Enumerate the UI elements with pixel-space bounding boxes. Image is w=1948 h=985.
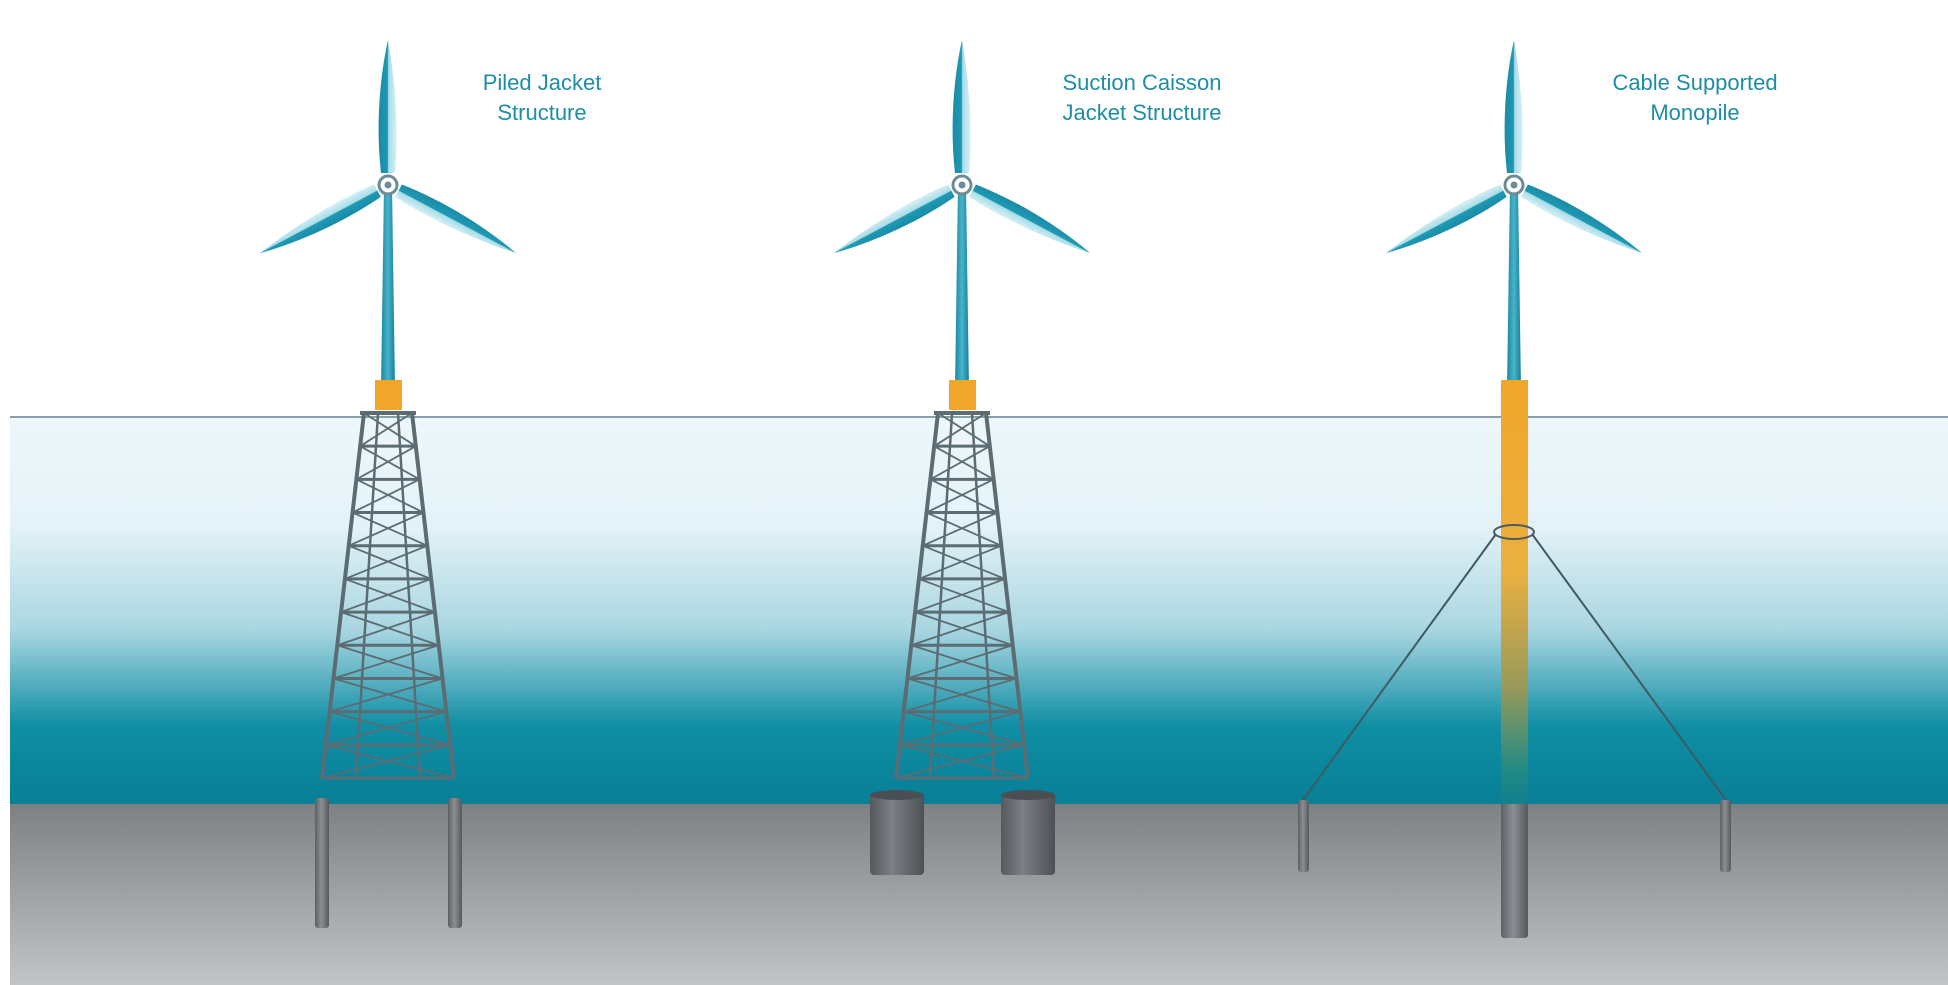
jacket-member [355,445,417,481]
jacket-member [929,445,991,481]
caption-suction-caisson-jacket: Suction Caisson Jacket Structure [992,68,1292,128]
jacket-member [933,445,995,481]
jacket-member [894,412,940,779]
suction-caisson-top [1001,790,1055,800]
caption-line: Monopile [1650,100,1740,125]
anchor-pile [1298,800,1309,872]
jacket-member [410,412,456,779]
jacket-member [910,611,1010,647]
jacket-member [933,412,987,447]
suction-caisson-top [870,790,924,800]
support-cable [1302,533,1497,801]
lattice-jacket [894,411,1030,780]
jacket-member [337,644,443,680]
caption-line: Structure [497,100,587,125]
jacket-member [911,644,1017,680]
jacket-member [907,677,1021,713]
monopile-embedded [1501,804,1528,938]
jacket-member [922,544,1006,580]
jacket-member [320,412,366,779]
jacket-member [970,412,996,779]
jacket-member [325,743,455,779]
jacket-member [352,478,421,514]
caption-piled-jacket: Piled Jacket Structure [392,68,692,128]
jacket-member [903,710,1025,746]
jacket-member [359,412,413,447]
jacket-member [348,511,424,547]
jacket-member [340,611,440,647]
suction-caisson [1001,793,1055,875]
jacket-member [918,578,1010,613]
jacket-member [321,743,451,779]
support-cable [1531,533,1727,801]
tower [955,185,969,390]
jacket-member [355,478,424,514]
caption-line: Jacket Structure [1062,100,1222,125]
jacket-member [926,511,1002,547]
caption-line: Suction Caisson [1062,70,1222,95]
jacket-member [344,578,436,613]
suction-caisson-jacket-turbine [830,40,1095,875]
jacket-member [926,478,995,514]
tower [381,185,395,390]
jacket-member [903,677,1017,713]
transition-piece [949,380,976,410]
jacket-member [396,412,422,779]
jacket-member [914,611,1014,647]
jacket-member [340,578,432,613]
jacket-member [928,412,954,779]
seabed [10,804,1948,985]
jacket-member [329,710,451,746]
jacket-member [333,644,439,680]
cable-supported-monopile-turbine [1298,40,1731,938]
jacket-member [984,412,1030,779]
caption-line: Piled Jacket [482,70,602,95]
jacket-member [922,511,998,547]
suction-caisson [870,793,924,875]
anchor-pile [1720,800,1731,872]
jacket-member [333,677,447,713]
tower [1507,185,1521,390]
jacket-member [354,412,380,779]
jacket-member [344,544,428,580]
jacket-member [336,611,436,647]
lattice-jacket [320,411,456,780]
jacket-member [937,412,991,447]
jacket-member [325,710,447,746]
sea-water [10,417,1948,804]
jacket-member [348,544,432,580]
foundation-pile [448,798,462,928]
caption-line: Cable Supported [1612,70,1778,95]
jacket-member [359,445,421,481]
jacket-member [363,412,417,447]
jacket-member [352,511,428,547]
caption-cable-supported-monopile: Cable Supported Monopile [1545,68,1845,128]
jacket-member [918,544,1002,580]
jacket-member [329,677,443,713]
piled-jacket-turbine [256,40,521,928]
transition-piece [375,380,402,410]
jacket-member [899,710,1021,746]
jacket-member [914,578,1006,613]
jacket-member [899,743,1029,779]
jacket-member [907,644,1013,680]
jacket-member [895,743,1025,779]
cable-collar [1493,524,1535,540]
jacket-member [929,478,998,514]
foundation-pile [315,798,329,928]
monopile [1501,380,1528,805]
